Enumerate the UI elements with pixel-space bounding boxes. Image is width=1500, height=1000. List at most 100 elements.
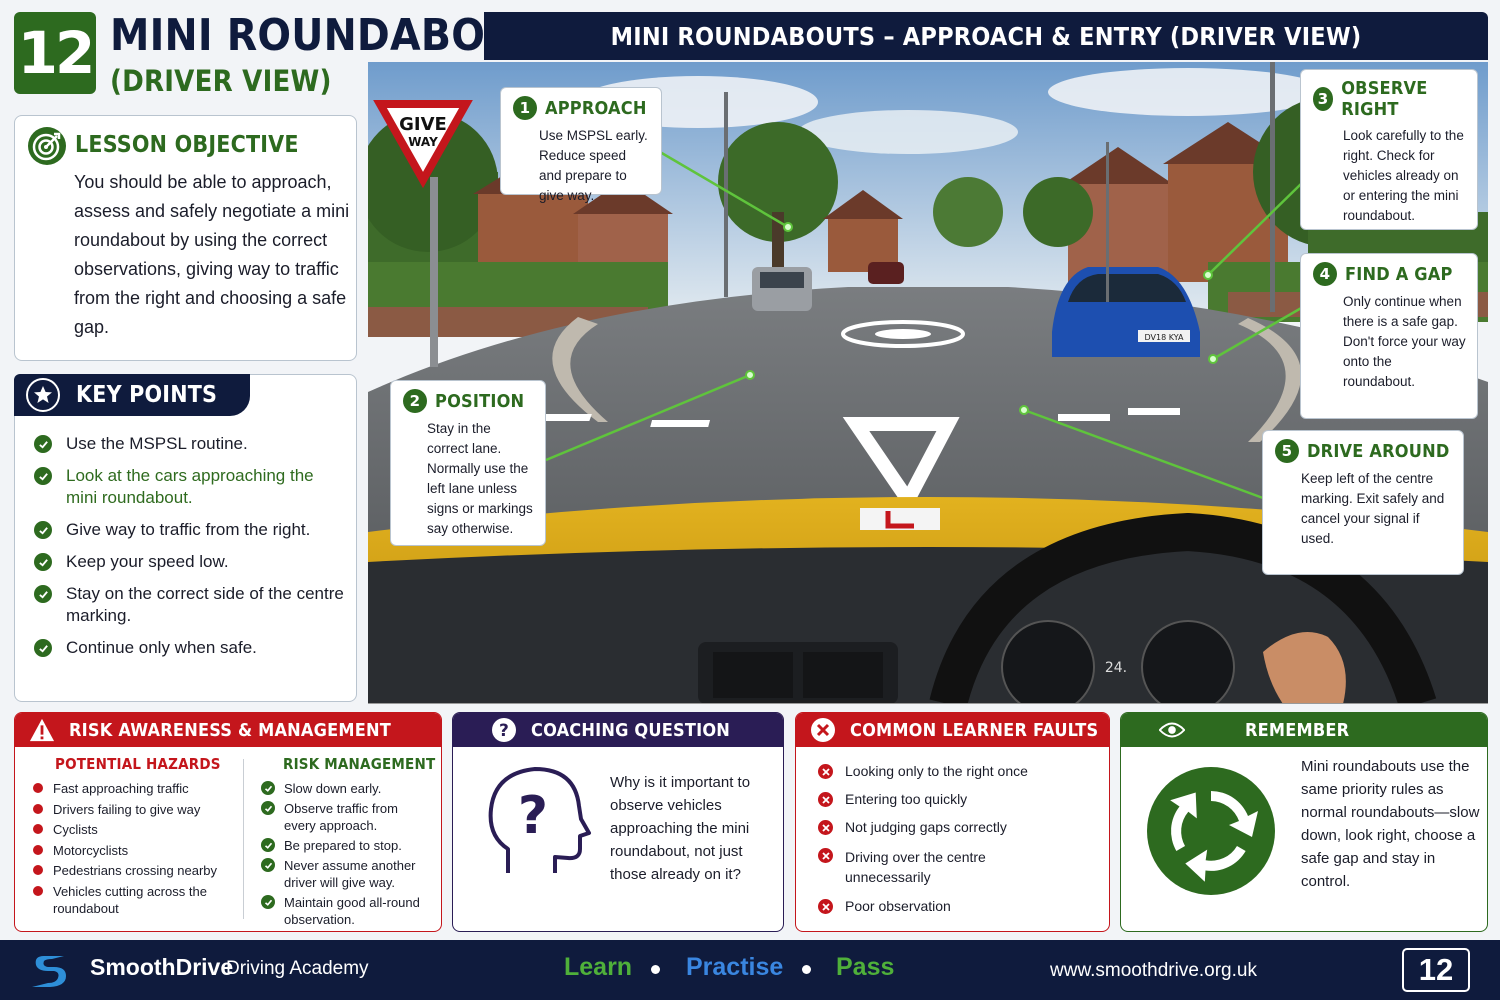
key-points-panel [14, 374, 357, 702]
svg-text:?: ? [499, 721, 509, 741]
target-icon [27, 126, 67, 171]
hazards-list: Fast approaching traffic Drivers failing… [33, 780, 245, 917]
faults-title: COMMON LEARNER FAULTS [850, 719, 1099, 741]
check-icon [34, 553, 52, 571]
management-text: Observe traffic from every approach. [284, 801, 398, 833]
hazard-text: Cyclists [53, 822, 98, 837]
list-item: Looking only to the right once [818, 763, 1098, 780]
callout-title: FIND A GAP [1345, 263, 1453, 285]
objective-text: You should be able to approach, assess a… [74, 172, 350, 337]
management-list: Slow down early. Observe traffic from ev… [261, 780, 439, 928]
give-way-sign-text: GIVE [399, 114, 447, 135]
cross-circle-icon [810, 717, 836, 743]
section-banner: MINI ROUNDABOUTS – APPROACH & ENTRY (DRI… [484, 12, 1488, 60]
coaching-panel: ? COACHING QUESTION ? Why is it importan… [452, 712, 784, 932]
eye-icon [1159, 717, 1185, 743]
check-icon [34, 435, 52, 453]
risk-header: RISK AWARENESS & MANAGEMENT [15, 713, 441, 747]
list-item: Motorcyclists [33, 842, 245, 859]
roundabout-icon [1147, 767, 1275, 900]
footer-pass: Pass [836, 953, 895, 981]
key-point-text: Give way to traffic from the right. [66, 520, 311, 539]
blue-car-plate: DV18 KYA [1145, 333, 1184, 342]
list-item: Never assume another driver will give wa… [261, 857, 439, 891]
list-item: Fast approaching traffic [33, 780, 245, 797]
list-item: Look at the cars approaching the mini ro… [34, 465, 344, 509]
bullet-icon [33, 824, 43, 834]
hazard-text: Fast approaching traffic [53, 781, 189, 796]
fault-text: Driving over the centre unnecessarily [845, 849, 986, 885]
list-item: Use the MSPSL routine. [34, 433, 344, 455]
callout-text: Keep left of the centre marking. Exit sa… [1301, 471, 1445, 546]
list-item: Continue only when safe. [34, 637, 344, 659]
callout-text: Only continue when there is a safe gap. … [1343, 294, 1466, 389]
management-text: Never assume another driver will give wa… [284, 858, 416, 890]
risk-title: RISK AWARENESS & MANAGEMENT [69, 719, 391, 741]
check-icon [261, 801, 275, 815]
coaching-header: ? COACHING QUESTION [453, 713, 783, 747]
list-item: Slow down early. [261, 780, 439, 797]
callout-title: OBSERVE RIGHT [1341, 78, 1428, 120]
callout-title: POSITION [435, 390, 525, 412]
check-icon [261, 781, 275, 795]
management-text: Maintain good all-round observation. [284, 895, 420, 927]
management-text: Slow down early. [284, 781, 382, 796]
fault-text: Looking only to the right once [845, 763, 1028, 779]
faults-header: COMMON LEARNER FAULTS [796, 713, 1109, 747]
bullet-icon [33, 783, 43, 793]
callout-text: Stay in the correct lane. Normally use t… [427, 421, 533, 536]
list-item: Stay on the correct side of the centre m… [34, 583, 344, 627]
coaching-title: COACHING QUESTION [531, 719, 731, 741]
cross-icon [818, 848, 833, 863]
fault-text: Not judging gaps correctly [845, 819, 1007, 835]
page-number: 12 [1402, 948, 1470, 992]
footer-practise: Practise [686, 953, 784, 981]
callout-text: Look carefully to the right. Check for v… [1343, 128, 1464, 223]
key-point-text: Look at the cars approaching the mini ro… [66, 466, 314, 507]
bullet-icon [33, 803, 43, 814]
risk-panel: RISK AWARENESS & MANAGEMENT POTENTIAL HA… [14, 712, 442, 932]
callout-text: Use MSPSL early. Reduce speed and prepar… [539, 128, 648, 203]
separator-dot [802, 965, 811, 974]
key-point-text: Use the MSPSL routine. [66, 434, 248, 453]
callout-number: 5 [1275, 439, 1299, 463]
callout-position: 2 POSITION Stay in the correct lane. Norm… [390, 380, 546, 546]
faults-panel: COMMON LEARNER FAULTS Looking only to th… [795, 712, 1110, 932]
bullet-icon [33, 844, 43, 855]
list-item: Keep your speed low. [34, 551, 344, 573]
list-item: Cyclists [33, 821, 245, 838]
remember-panel: REMEMBER Mini roundabouts use the same p… [1120, 712, 1488, 932]
page-subtitle: (DRIVER VIEW) [110, 64, 332, 98]
list-item: Entering too quickly [818, 791, 1098, 808]
hazard-text: Vehicles cutting across the roundabout [53, 883, 207, 916]
callout-number: 4 [1313, 262, 1337, 286]
key-point-text: Continue only when safe. [66, 638, 257, 657]
management-title: RISK MANAGEMENT [283, 755, 436, 773]
list-item: Observe traffic from every approach. [261, 800, 439, 834]
check-icon [261, 895, 275, 909]
footer-url[interactable]: www.smoothdrive.org.uk [1050, 960, 1257, 981]
question-icon: ? [491, 717, 517, 743]
key-points-list: Use the MSPSL routine. Look at the cars … [34, 433, 344, 669]
brand-name: SmoothDrive [90, 954, 234, 980]
objective-title: LESSON OBJECTIVE [75, 132, 299, 158]
list-item: Pedestrians crossing nearby [33, 862, 245, 879]
cross-icon [818, 820, 833, 835]
callout-number: 1 [513, 96, 537, 120]
list-item: Be prepared to stop. [261, 837, 439, 854]
list-item: Drivers failing to give way [33, 801, 245, 818]
separator-dot [651, 965, 660, 974]
remember-text: Mini roundabouts use the same priority r… [1301, 758, 1480, 890]
list-item: Give way to traffic from the right. [34, 519, 344, 541]
footer-learn: Learn [564, 953, 633, 981]
callout-number: 2 [403, 389, 427, 413]
list-item: Poor observation [818, 898, 1098, 915]
list-item: Driving over the centre unnecessarily [818, 847, 1098, 887]
check-icon [34, 585, 52, 603]
fault-text: Poor observation [845, 898, 951, 914]
svg-text:?: ? [518, 786, 548, 846]
hazards-title: POTENTIAL HAZARDS [55, 755, 221, 773]
callout-number: 3 [1313, 87, 1334, 111]
